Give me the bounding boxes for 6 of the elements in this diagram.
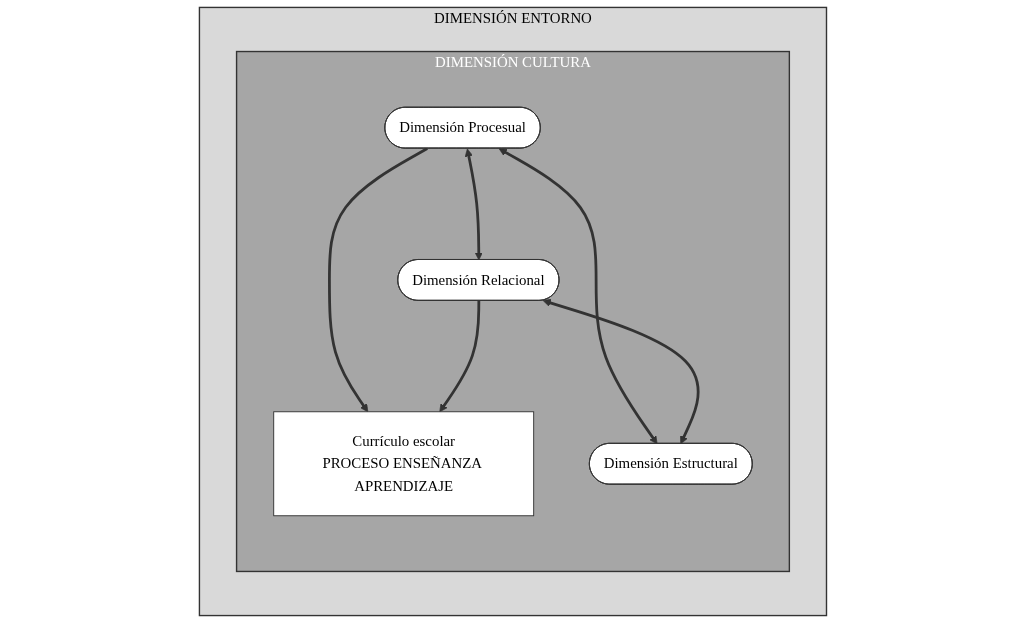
arrow (464, 148, 483, 261)
arrow (542, 298, 700, 445)
node-box: Currículo escolar PROCESO ENSEÑANZA APRENDIZAJE (272, 411, 534, 517)
arrow (438, 300, 480, 413)
arrow (327, 147, 428, 413)
arrow (498, 148, 657, 445)
